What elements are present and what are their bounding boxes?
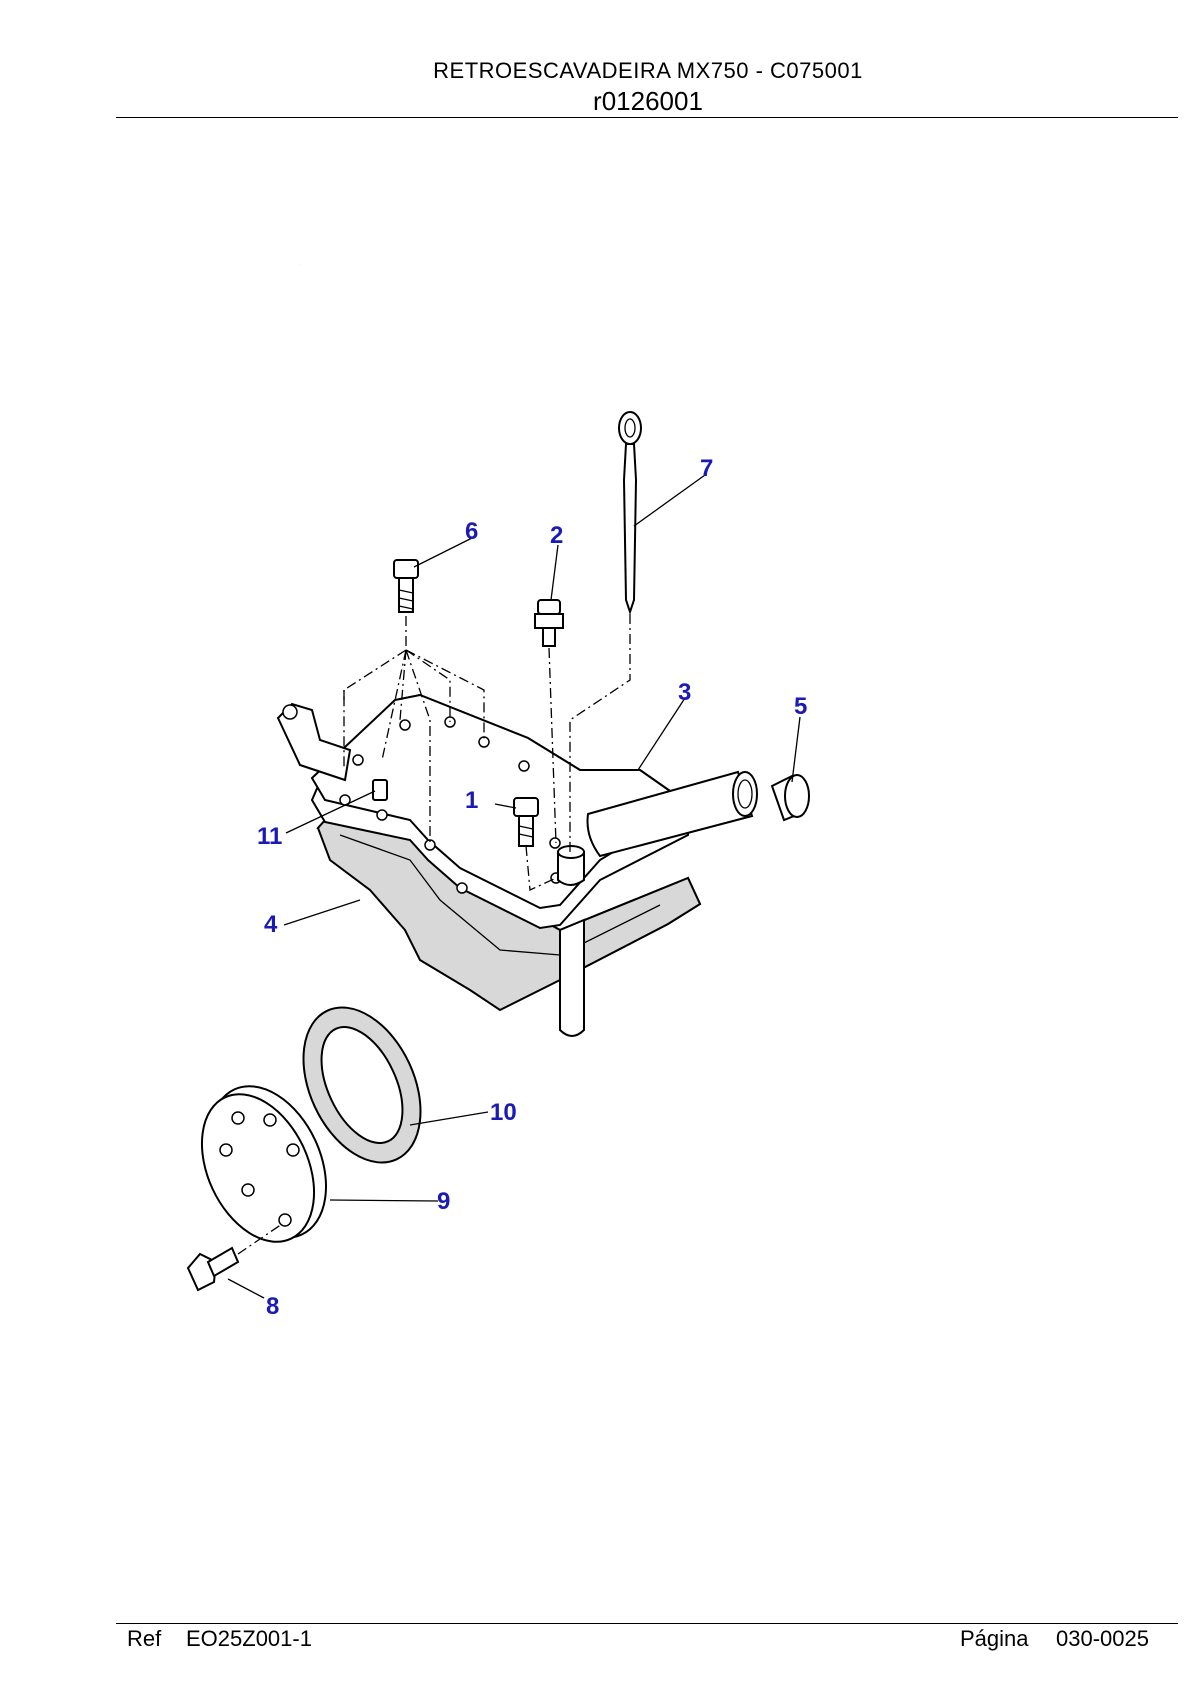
page-number: 030-0025 [1056,1626,1149,1651]
page-title: RETROESCAVADEIRA MX750 - C075001 [433,58,863,83]
ref-value: EO25Z001-1 [186,1626,312,1651]
callout-9: 9 [437,1188,450,1215]
callout-3: 3 [678,679,691,706]
bolt-6 [393,559,419,613]
filler-tube [586,770,758,858]
drawing-code: r0126001 [593,86,703,116]
ref-label: Ref [127,1626,162,1651]
header-divider [116,117,1178,118]
bolt-8 [186,1223,283,1292]
assembly-lines [343,614,631,891]
callout-5: 5 [794,693,807,720]
page-label: Página [960,1626,1029,1651]
callout-1: 1 [465,787,478,814]
cover-plate-3 [310,693,692,930]
callout-7: 7 [700,455,713,482]
callout-6: 6 [465,518,478,545]
filler-cap-5 [770,774,810,822]
dipstick-7 [618,411,642,616]
footer-divider [116,1623,1178,1624]
callout-8: 8 [266,1293,279,1320]
callout-10: 10 [490,1099,517,1126]
callout-2: 2 [550,522,563,549]
cover-disc-9 [200,1085,328,1243]
breather-plug-2 [534,599,564,647]
callout-4: 4 [264,911,278,938]
leader-lines [227,474,801,1299]
bolt-1 [513,797,539,847]
stud-11 [372,779,388,801]
callout-11: 11 [257,823,282,850]
ring-gasket-10 [302,1006,422,1164]
drain-pipe [559,918,585,1037]
dipstick-boss [557,845,585,886]
mounting-bracket [276,702,352,782]
